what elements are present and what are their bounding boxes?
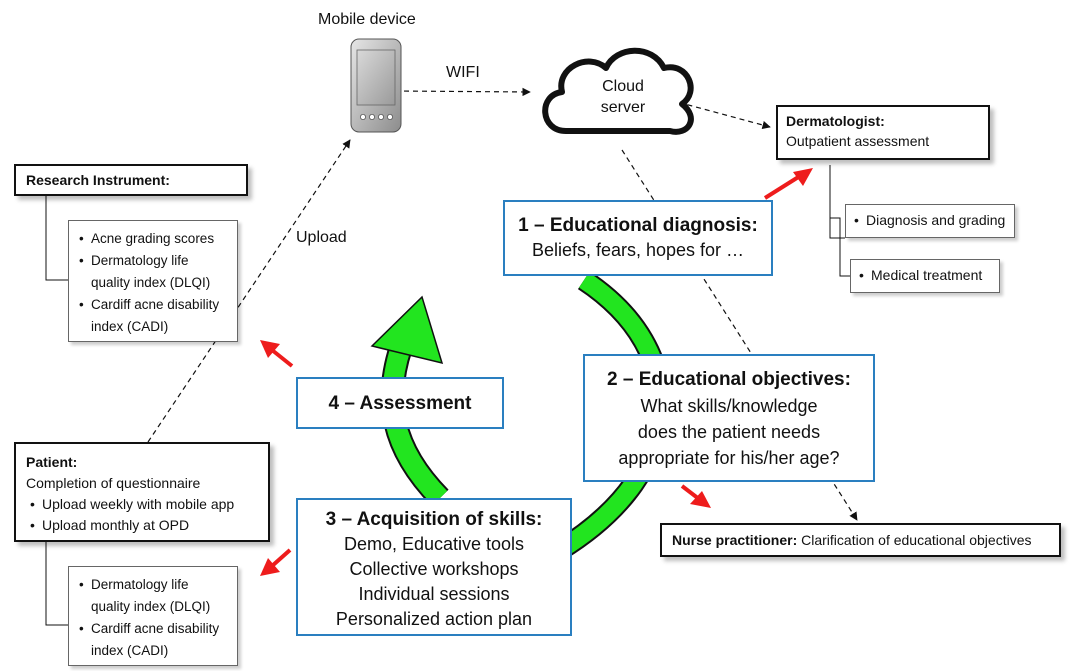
dermatologist-subtitle: Outpatient assessment [786, 133, 930, 149]
patient-box: Patient: Completion of questionnaire Upl… [14, 442, 270, 542]
green-arrowhead [370, 295, 444, 365]
nurse-text: Clarification of educational objectives [801, 532, 1032, 548]
step-3-line: Individual sessions [358, 584, 510, 604]
mobile-device-label: Mobile device [318, 11, 416, 28]
step-2-title: 2 – Educational objectives: [607, 369, 851, 390]
dermatologist-title: Dermatologist: [786, 113, 885, 129]
mobile-phone-icon [350, 38, 402, 133]
red-arrow-to-patient [260, 548, 292, 576]
step-3-box: 3 – Acquisition of skills: Demo, Educati… [296, 498, 572, 636]
step-1-title: 1 – Educational diagnosis: [518, 215, 758, 236]
wifi-connector [394, 87, 531, 97]
patient-tree-line [45, 540, 68, 626]
step-2-line: appropriate for his/her age? [618, 448, 840, 468]
dermatologist-box: Dermatologist: Outpatient assessment [776, 105, 990, 160]
red-arrow-to-nurse [680, 484, 711, 508]
dermatologist-tree-line [829, 165, 850, 277]
cloud-icon [542, 47, 694, 135]
research-instrument-box: Research Instrument: [14, 164, 248, 196]
research-tree-line [45, 196, 68, 281]
dermatologist-item-label: Medical treatment [859, 267, 991, 283]
step-2-box: 2 – Educational objectives: What skills/… [583, 354, 875, 482]
wifi-label: WIFI [446, 64, 480, 81]
patient-item: Upload weekly with mobile app [30, 494, 258, 515]
step-1-body: Beliefs, fears, hopes for … [531, 240, 745, 260]
patient-subtitle: Completion of questionnaire [26, 475, 201, 491]
patient-item: Upload monthly at OPD [30, 515, 258, 536]
step-2-line: What skills/knowledge [640, 396, 818, 416]
step-4-title: 4 – Assessment [328, 393, 472, 414]
step-2-line: does the patient needs [637, 422, 821, 442]
research-items-box: Acne grading scores Dermatology lifequal… [68, 220, 238, 342]
nurse-title: Nurse practitioner: [672, 532, 798, 548]
step-4-box: 4 – Assessment [296, 377, 504, 429]
red-arrow-to-research [260, 340, 294, 368]
dermatologist-item-treatment: Medical treatment [850, 259, 1000, 293]
cloud-line2: server [600, 99, 646, 116]
upload-label: Upload [296, 229, 347, 246]
step-3-line: Collective workshops [349, 559, 519, 579]
research-item: Acne grading scores [79, 228, 227, 250]
research-title: Research Instrument: [26, 172, 170, 188]
dermatologist-item-diagnosis: Diagnosis and grading [845, 204, 1015, 238]
patient-title: Patient: [26, 454, 78, 470]
red-arrow-to-dermatologist [763, 168, 813, 200]
step-3-line: Demo, Educative tools [343, 534, 525, 554]
nurse-practitioner-box: Nurse practitioner: Clarification of edu… [660, 523, 1061, 557]
step-3-line: Personalized action plan [335, 609, 533, 629]
step-1-box: 1 – Educational diagnosis: Beliefs, fear… [503, 200, 773, 276]
cloud-line1: Cloud [602, 78, 644, 95]
dermatologist-item-label: Diagnosis and grading [854, 212, 1006, 228]
upload-connector [147, 139, 351, 443]
step-3-title: 3 – Acquisition of skills: [325, 509, 543, 530]
